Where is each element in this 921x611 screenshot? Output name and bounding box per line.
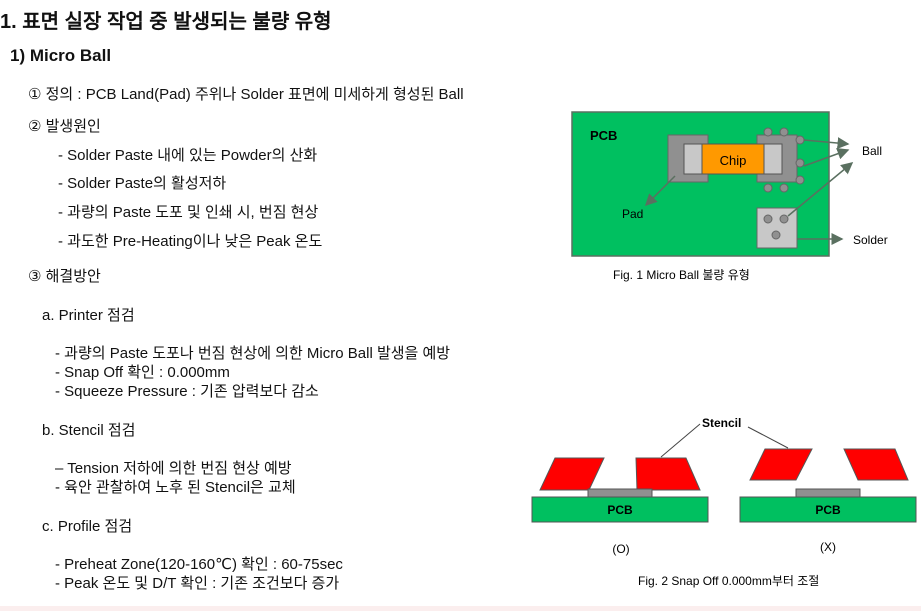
cause-item: - Solder Paste 내에 있는 Powder의 산화 [58,147,318,164]
printer-item: - 과량의 Paste 도포나 번짐 현상에 의한 Micro Ball 발생을… [55,345,451,362]
fig2-stencil-ok-left [539,457,605,491]
fig2-pcb-right [739,496,917,523]
fig1-chip [701,143,765,175]
profile-item: - Peak 온도 및 D/T 확인 : 기존 조건보다 증가 [55,575,340,592]
printer-item: - Snap Off 확인 : 0.000mm [55,364,230,381]
fig2-stencil-ok-right [635,457,701,491]
fig2-label-ok: (O) [612,542,629,556]
fig1-pcb-label: PCB [590,128,617,143]
fig1-caption: Fig. 1 Micro Ball 불량 유형 [613,268,750,282]
fig2-stencil-ng-left [749,448,813,481]
fig1-diagram: PCB Chip Pad Ball Solder Fig. 1 Micro Ba… [571,111,888,282]
stencil-item: – Tension 저하에 의한 번짐 현상 예방 [55,460,292,477]
stencil-item: - 육안 관찰하여 노후 된 Stencil은 교체 [55,479,296,496]
fig1-chip-label: Chip [720,153,747,168]
cause-item: - Solder Paste의 활성저하 [58,175,227,192]
printer-item: - Squeeze Pressure : 기존 압력보다 감소 [55,383,319,400]
solutions-heading: ③ 해결방안 [28,268,101,285]
fig2-stencil-ng-right [843,448,909,481]
fig1-ball-label: Ball [862,144,882,158]
fig1-balls [763,127,805,193]
fig1-solder-label: Solder [853,233,888,247]
profile-heading: c. Profile 점검 [42,518,133,535]
cause-item: - 과도한 Pre-Heating이나 낮은 Peak 온도 [58,233,323,250]
fig1-pad-label: Pad [622,207,643,221]
definition-text: ① 정의 : PCB Land(Pad) 주위나 Solder 표면에 미세하게… [28,86,464,103]
cause-item: - 과량의 Paste 도포 및 인쇄 시, 번짐 현상 [58,204,319,221]
causes-heading: ② 발생원인 [28,118,101,135]
stencil-heading: b. Stencil 점검 [42,422,136,439]
profile-item: - Preheat Zone(120-160℃) 확인 : 60-75sec [55,556,343,573]
printer-heading: a. Printer 점검 [42,307,135,324]
svg-text:PCB: PCB [607,503,633,517]
page-bottom-edge [0,606,921,611]
fig2-stencil-label: Stencil [702,416,741,430]
section-title: 1) Micro Ball [10,46,112,65]
svg-text:PCB: PCB [815,503,841,517]
fig2-label-ng: (X) [820,540,836,554]
page-title: 1. 표면 실장 작업 중 발생되는 불량 유형 [0,11,332,33]
fig2-pcb-left [531,496,709,523]
fig2-diagram: Stencil PCB PCB (O) (X) Fig. 2 Snap Off … [531,416,917,588]
fig2-caption: Fig. 2 Snap Off 0.000mm부터 조절 [638,574,819,588]
